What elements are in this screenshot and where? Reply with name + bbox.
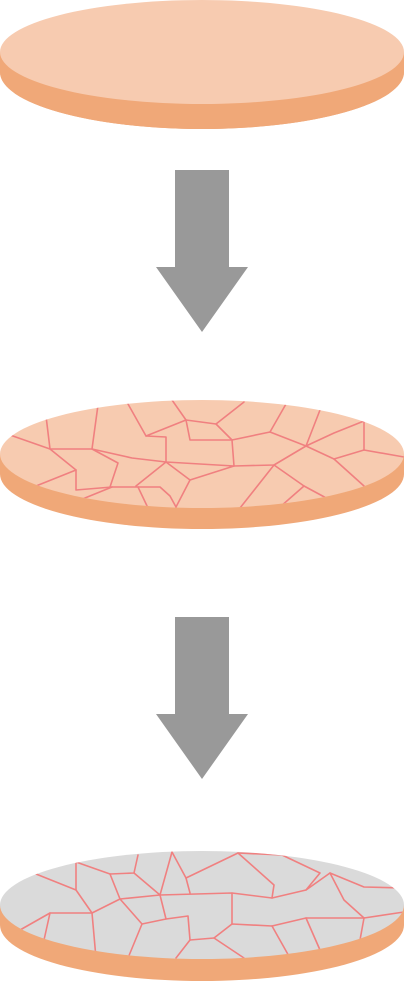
intact-disk-top — [0, 0, 404, 104]
intact-disk — [0, 0, 404, 129]
down-arrow-icon — [156, 170, 248, 332]
cracked-disk-grey — [0, 851, 404, 981]
cracked-disk-top — [0, 400, 404, 508]
crack-network — [9, 400, 404, 508]
down-arrow-icon — [156, 617, 248, 779]
cracked-disk — [0, 400, 404, 529]
crack-network-grey — [9, 851, 404, 959]
cracked-disk-grey-top — [0, 851, 404, 959]
